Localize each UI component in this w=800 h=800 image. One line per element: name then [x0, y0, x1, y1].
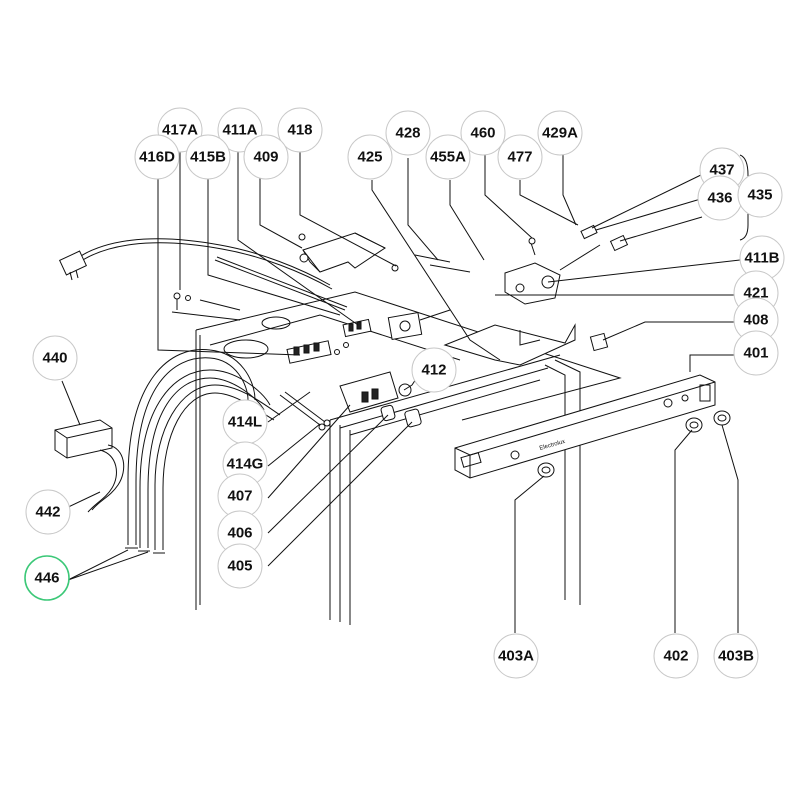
- svg-text:429A: 429A: [542, 125, 578, 142]
- svg-text:405: 405: [227, 558, 252, 575]
- knobs: [380, 404, 731, 478]
- terminal-blocks: [223, 316, 372, 364]
- callout-477: 477: [497, 134, 543, 180]
- svg-text:409: 409: [253, 149, 278, 166]
- callout-425: 425: [347, 134, 393, 180]
- callout-428: 428: [385, 110, 431, 156]
- svg-text:407: 407: [227, 488, 252, 505]
- clip-part: [589, 332, 609, 352]
- svg-text:415B: 415B: [190, 149, 226, 166]
- callout-460: 460: [460, 110, 506, 156]
- power-cord: [58, 238, 333, 290]
- svg-text:417A: 417A: [162, 122, 198, 139]
- screws: [171, 233, 536, 355]
- svg-text:418: 418: [287, 122, 312, 139]
- callout-403a: 403A: [493, 633, 539, 679]
- callout-406: 406: [217, 510, 263, 556]
- callout-401: 401: [733, 330, 779, 376]
- mounting-bracket: [443, 323, 576, 366]
- knob-403b: [713, 410, 731, 426]
- svg-text:421: 421: [743, 285, 768, 302]
- svg-text:446: 446: [34, 570, 59, 587]
- svg-text:408: 408: [743, 312, 768, 329]
- callout-412: 412: [411, 347, 457, 393]
- svg-text:435: 435: [747, 187, 772, 204]
- callout-415b: 415B: [185, 134, 231, 180]
- callout-429a: 429A: [537, 110, 583, 156]
- callout-405: 405: [217, 543, 263, 589]
- knob-405: [404, 408, 422, 428]
- svg-text:428: 428: [395, 125, 420, 142]
- svg-text:455A: 455A: [430, 149, 466, 166]
- callout-435: 435: [737, 172, 783, 218]
- control-panel: Electrolux: [454, 374, 716, 479]
- thermostat-assembly: [387, 309, 451, 341]
- callout-418: 418: [277, 107, 323, 153]
- svg-text:403A: 403A: [498, 648, 534, 665]
- svg-text:411B: 411B: [744, 250, 779, 267]
- svg-text:442: 442: [35, 504, 60, 521]
- callout-446: 446: [24, 555, 70, 601]
- knob-406: [380, 404, 396, 422]
- gas-valve-assembly: [414, 224, 629, 305]
- knob-403a: [537, 462, 555, 478]
- svg-text:425: 425: [357, 149, 382, 166]
- svg-text:477: 477: [507, 149, 532, 166]
- callout-403b: 403B: [713, 633, 759, 679]
- callout-409: 409: [243, 134, 289, 180]
- svg-text:437: 437: [709, 162, 734, 179]
- svg-text:416D: 416D: [139, 149, 175, 166]
- callout-440: 440: [32, 335, 78, 381]
- svg-text:403B: 403B: [718, 648, 754, 665]
- leader-lines: [61, 145, 756, 633]
- callout-416d: 416D: [134, 134, 180, 180]
- callout-436: 436: [697, 175, 743, 221]
- ground-wires: [279, 391, 331, 431]
- svg-text:402: 402: [663, 648, 688, 665]
- switch-panel: [339, 371, 412, 413]
- callout-407: 407: [217, 473, 263, 519]
- callout-411b: 411B: [739, 235, 785, 281]
- svg-text:401: 401: [743, 345, 768, 362]
- svg-text:412: 412: [421, 362, 446, 379]
- svg-text:414L: 414L: [228, 414, 262, 431]
- svg-text:414G: 414G: [227, 456, 264, 473]
- knob-402: [685, 417, 703, 433]
- svg-text:411A: 411A: [222, 122, 257, 139]
- callout-455a: 455A: [425, 134, 471, 180]
- callout-408: 408: [733, 297, 779, 343]
- svg-text:460: 460: [470, 125, 495, 142]
- callout-442: 442: [25, 489, 71, 535]
- callouts: 417A 411A 418 428 460 429A 416D 415B 409…: [24, 107, 785, 679]
- svg-text:436: 436: [707, 190, 732, 207]
- svg-text:440: 440: [42, 350, 67, 367]
- callout-402: 402: [653, 633, 699, 679]
- callout-414l: 414L: [222, 399, 268, 445]
- junction-box: [54, 419, 125, 513]
- svg-text:406: 406: [227, 525, 252, 542]
